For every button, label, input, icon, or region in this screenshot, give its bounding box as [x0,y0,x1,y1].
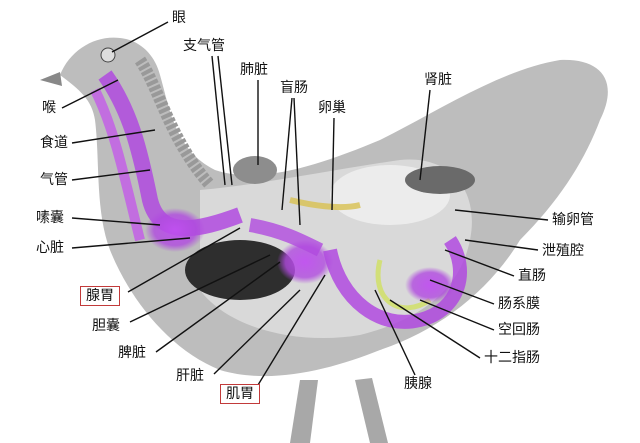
label-eye: 眼 [172,10,186,26]
beak [40,72,62,86]
label-cecum: 盲肠 [280,80,308,96]
leader-lines [61,21,549,386]
label-kidney: 肾脏 [424,72,452,88]
label-lung: 肺脏 [240,62,268,78]
leg [355,378,388,443]
label-heart: 心脏 [36,240,64,256]
label-pancreas: 胰腺 [404,376,432,392]
label-liver: 肝脏 [176,368,204,384]
label-bronchus: 支气管 [183,38,225,54]
label-trachea: 气管 [40,172,68,188]
label-gizzard: 肌胃 [220,384,260,404]
label-duodenum: 十二指肠 [484,350,540,366]
leg [290,380,318,443]
label-oviduct: 输卵管 [552,212,594,228]
label-proventriculus: 腺胃 [80,286,120,306]
label-gallbladder: 胆囊 [92,318,120,334]
label-ovary: 卵巢 [318,100,346,116]
label-crop: 嗉囊 [36,210,64,226]
label-larynx: 喉 [42,100,56,116]
label-jejunum-ileum: 空回肠 [498,322,540,338]
label-mesentery: 肠系膜 [498,296,540,312]
label-rectum: 直肠 [518,268,546,284]
label-spleen: 脾脏 [118,345,146,361]
label-esophagus: 食道 [40,135,68,151]
label-cloaca: 泄殖腔 [542,243,584,259]
